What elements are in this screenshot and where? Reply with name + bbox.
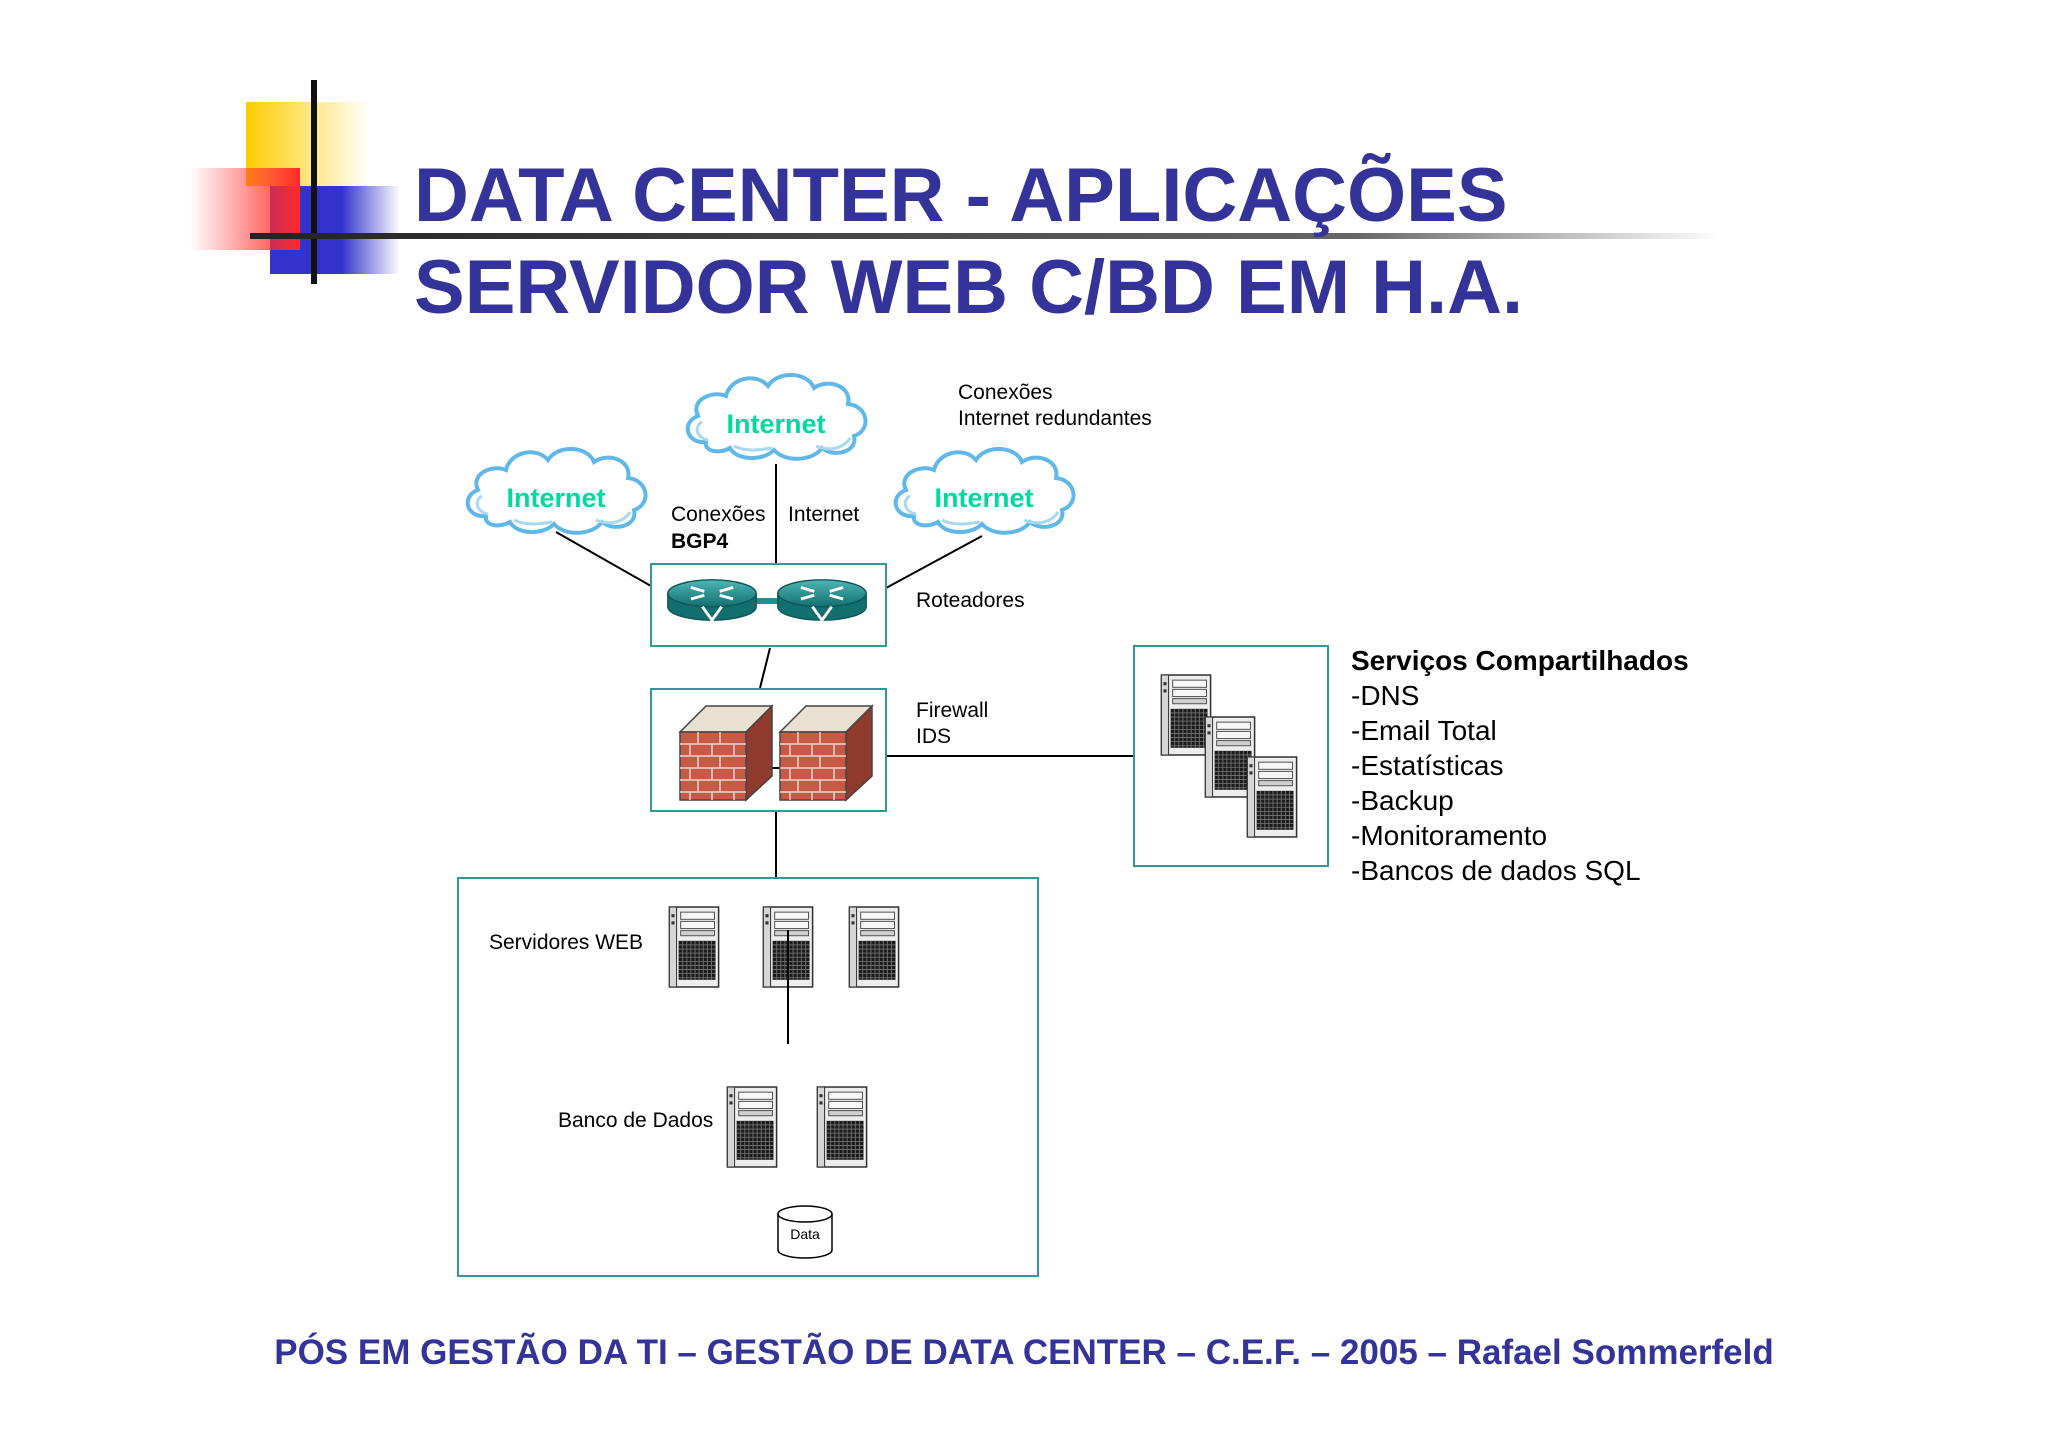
- service-item: -Estatísticas: [1351, 750, 1504, 781]
- service-item: -Monitoramento: [1351, 820, 1548, 851]
- redundant-connections-label-1: Conexões: [958, 381, 1053, 404]
- service-item: -Bancos de dados SQL: [1351, 855, 1641, 886]
- server-icon: [1246, 756, 1298, 838]
- router-icon: [666, 578, 758, 622]
- redundant-connections-label-2: Internet redundantes: [958, 407, 1152, 430]
- web-server-icon: [848, 906, 900, 988]
- firewall-icon: [779, 705, 873, 801]
- firewall-icon: [679, 705, 773, 801]
- web-server-icon: [668, 906, 720, 988]
- cloud-right-label: Internet: [934, 483, 1034, 513]
- slide-footer: PÓS EM GESTÃO DA TI – GESTÃO DE DATA CEN…: [274, 1333, 1774, 1372]
- router-icon: [776, 578, 868, 622]
- database-cylinder-icon: [777, 1205, 833, 1259]
- ids-label: IDS: [916, 725, 952, 748]
- shared-services-title: Serviços Compartilhados: [1351, 645, 1689, 676]
- cloud-center-label: Internet: [726, 409, 826, 439]
- database-label: Banco de Dados: [558, 1109, 714, 1132]
- service-item: -DNS: [1351, 680, 1420, 711]
- service-item: -Email Total: [1351, 715, 1497, 746]
- data-store-label: Data: [790, 1226, 820, 1242]
- server-icon: [1160, 674, 1212, 756]
- db-server-icon: [726, 1086, 778, 1168]
- internet-link-label: Internet: [788, 503, 860, 526]
- db-server-icon: [816, 1086, 868, 1168]
- web-servers-label: Servidores WEB: [489, 931, 644, 954]
- service-item: -Backup: [1351, 785, 1454, 816]
- bgp4-label: BGP4: [671, 530, 729, 553]
- bgp-connections-label: Conexões: [671, 503, 766, 526]
- decorative-squares-icon: [190, 80, 1720, 284]
- cloud-left-label: Internet: [506, 483, 606, 513]
- slide-title-line2: SERVIDOR WEB C/BD EM H.A.: [414, 245, 1524, 330]
- slide-title-line1: DATA CENTER - APLICAÇÕES: [414, 153, 1508, 238]
- datacenter-box: [457, 877, 1039, 1277]
- shared-services-list: Serviços Compartilhados -DNS -Email Tota…: [1351, 643, 1689, 888]
- firewall-label: Firewall: [916, 699, 989, 722]
- routers-label: Roteadores: [916, 589, 1025, 612]
